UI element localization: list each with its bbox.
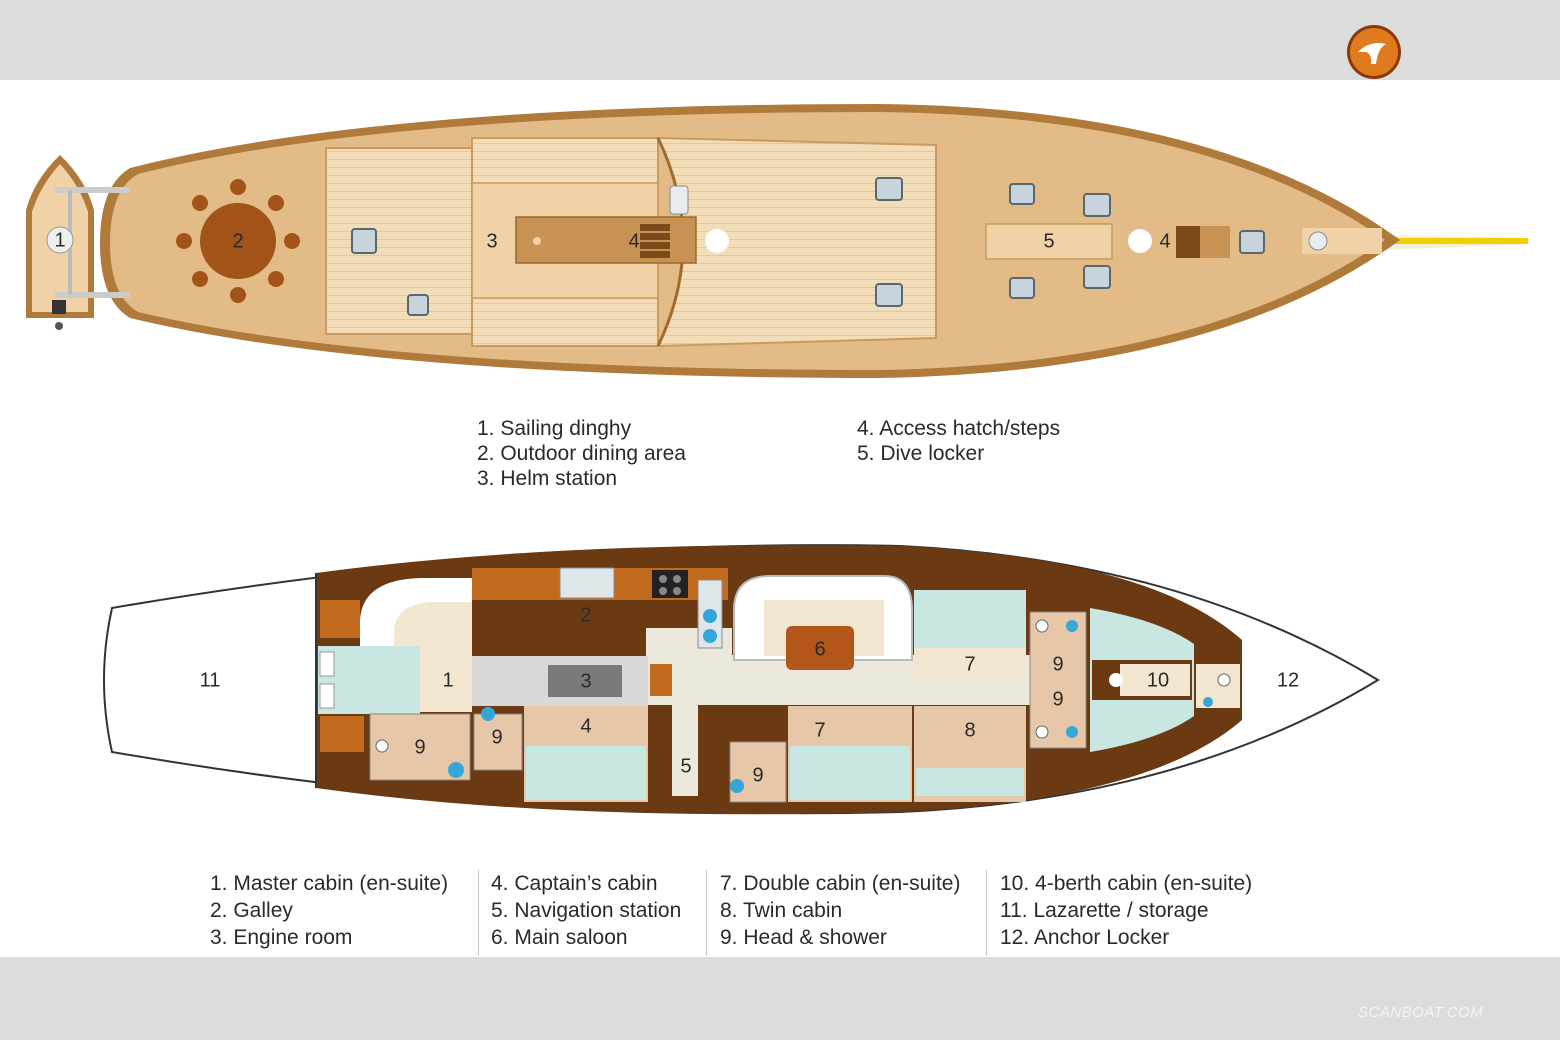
legend-item: 3. Helm station: [477, 467, 618, 490]
deck-callout-2: 2: [232, 230, 243, 252]
deck-callout-3: 3: [486, 230, 497, 252]
interior-callout-9: 9: [491, 726, 502, 748]
legend-divider: [706, 870, 707, 956]
interior-legend-col1: 1. Master cabin (en-suite) 2. Galley 3. …: [210, 870, 448, 951]
deck-callout-1: 1: [54, 229, 65, 251]
interior-callout-1: 1: [442, 669, 453, 691]
header-bar: [0, 0, 1560, 80]
interior-callout-2: 2: [580, 604, 591, 626]
legend-item: 11. Lazarette / storage: [1000, 899, 1209, 922]
legend-item: 9. Head & shower: [720, 926, 887, 949]
deck-callout-4b: 4: [1159, 230, 1170, 252]
interior-callout-11: 11: [200, 669, 221, 691]
legend-divider: [986, 870, 987, 956]
deck-callout-4: 4: [628, 230, 639, 252]
legend-item: 1. Sailing dinghy: [477, 417, 632, 440]
legend-item: 10. 4-berth cabin (en-suite): [1000, 872, 1253, 895]
interior-callout-6: 6: [814, 638, 825, 660]
interior-callout-7-aft: 7: [814, 719, 825, 741]
footer-bar: [0, 957, 1560, 1040]
legend-item: 5. Navigation station: [491, 899, 682, 922]
interior-legend-col4: 10. 4-berth cabin (en-suite) 11. Lazaret…: [1000, 870, 1252, 951]
interior-callout-12: 12: [1277, 669, 1299, 691]
scanboat-logo-icon[interactable]: [1346, 24, 1402, 80]
interior-callout-3: 3: [580, 670, 591, 692]
legend-item: 12. Anchor Locker: [1000, 926, 1170, 949]
legend-item: 1. Master cabin (en-suite): [210, 872, 449, 895]
watermark: SCANBOAT.COM: [1358, 1004, 1484, 1021]
interior-legend-col3: 7. Double cabin (en-suite) 8. Twin cabin…: [720, 870, 960, 951]
legend-item: 4. Access hatch/steps: [857, 417, 1061, 440]
legend-item: 4. Captain’s cabin: [491, 872, 658, 895]
legend-item: 8. Twin cabin: [720, 899, 843, 922]
interior-legend-col2: 4. Captain’s cabin 5. Navigation station…: [491, 870, 681, 951]
legend-item: 2. Outdoor dining area: [477, 442, 686, 465]
interior-callout-8: 8: [964, 719, 975, 741]
deck-callout-5: 5: [1043, 230, 1054, 252]
interior-callout-4: 4: [580, 715, 591, 737]
deck-legend-right: 4. Access hatch/steps 5. Dive locker: [857, 416, 1060, 466]
deck-plan: 1 2 3 4 5 4: [26, 104, 1530, 378]
deck-legend-left: 1. Sailing dinghy 2. Outdoor dining area…: [477, 416, 686, 491]
legend-item: 2. Galley: [210, 899, 293, 922]
legend-divider: [478, 870, 479, 956]
legend-item: 3. Engine room: [210, 926, 353, 949]
interior-callout-9: 9: [1052, 688, 1063, 710]
interior-callout-9: 9: [414, 736, 425, 758]
legend-item: 6. Main saloon: [491, 926, 628, 949]
interior-callout-7-fwd: 7: [964, 653, 975, 675]
interior-callout-5: 5: [680, 755, 691, 777]
interior-callout-10: 10: [1147, 669, 1169, 691]
interior-callout-9: 9: [1052, 653, 1063, 675]
legend-item: 5. Dive locker: [857, 442, 985, 465]
interior-callout-9: 9: [752, 764, 763, 786]
legend-item: 7. Double cabin (en-suite): [720, 872, 961, 895]
